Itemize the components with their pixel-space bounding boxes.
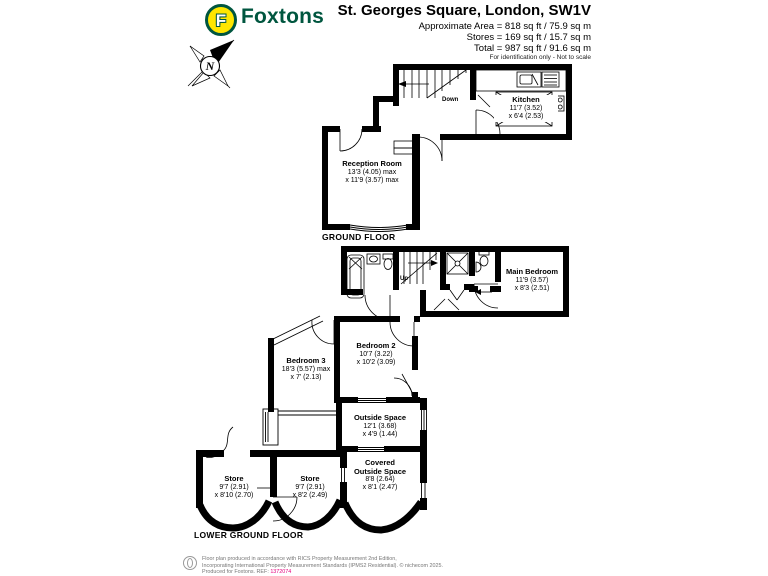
room-dim: x 10'2 (3.09) [356, 358, 396, 366]
door-arc [272, 496, 298, 522]
room-dim: 9'7 (2.91) [295, 483, 325, 491]
footer-ref-number: 1372074 [270, 569, 292, 576]
room-dim: 8'8 (2.64) [365, 476, 395, 483]
room-label-kitchen: Kitchen 11'7 (3.52) x 6'4 (2.53) [494, 95, 558, 122]
shower-icon [446, 252, 469, 275]
footer-produced: Produced for Foxtons. REF: [202, 569, 269, 576]
room-name: Kitchen [512, 95, 540, 104]
stairs-up-label: Up [400, 276, 408, 282]
room-dim: x 8'10 (2.70) [214, 491, 254, 499]
room-label-store1: Store 9'7 (2.91) x 8'10 (2.70) [199, 474, 269, 500]
door-arc [339, 128, 363, 152]
room-dim: x 8'2 (2.49) [292, 491, 328, 499]
room-label-outside-space: Outside Space 12'1 (3.68) x 4'9 (1.44) [345, 413, 415, 439]
door-arc [311, 319, 335, 345]
wc-toilet-icon [475, 250, 490, 273]
door-arc [364, 294, 391, 321]
room-label-store2: Store 9'7 (2.91) x 8'2 (2.49) [275, 474, 345, 500]
lgf-walls [196, 246, 569, 510]
page-title: St. Georges Square, London, SW1V [337, 2, 591, 19]
room-name: Covered Outside Space [353, 458, 407, 476]
bathtub-icon [346, 254, 365, 299]
total-area: Total = 987 sq ft / 91.6 sq m [474, 43, 591, 54]
foxtons-logo-letter: F [215, 10, 227, 30]
room-label-main-bedroom: Main Bedroom 11'9 (3.57) x 8'3 (2.51) [497, 267, 567, 293]
kitchen-counter [475, 69, 567, 92]
gf-cupboard [393, 140, 415, 155]
room-dim: x 8'3 (2.51) [514, 284, 550, 292]
room-name: Main Bedroom [505, 267, 559, 276]
footer: Floor plan produced in accordance with R… [202, 556, 443, 576]
gf-walls [322, 64, 572, 230]
room-dim: 12'1 (3.68) [363, 422, 397, 430]
toilet-icon [382, 253, 394, 270]
room-dim: x 8'1 (2.47) [362, 484, 398, 491]
approximate-area: Approximate Area = 818 sq ft / 75.9 sq m [418, 21, 591, 32]
gf-door-arcs [339, 94, 501, 162]
stores-area: Stores = 169 sq ft / 15.7 sq m [466, 32, 591, 43]
gf-bay-window [349, 224, 409, 232]
wc-basin-icon [475, 261, 482, 273]
door-arc [475, 109, 501, 135]
basin-icon [366, 253, 381, 265]
lgf-windows [262, 315, 427, 498]
lgf-stairs [400, 252, 438, 285]
room-name: Store [300, 474, 320, 483]
door-arc [389, 321, 415, 347]
room-dim: x 6'4 (2.53) [508, 112, 544, 120]
room-name: Bedroom 2 [356, 341, 396, 350]
room-label-covered-outside: Covered Outside Space 8'8 (2.64) x 8'1 (… [351, 458, 409, 492]
room-dim: 18'3 (5.57) max [281, 365, 331, 373]
footer-line1: Floor plan produced in accordance with R… [202, 556, 397, 562]
room-dim: 11'9 (3.57) [515, 276, 549, 284]
room-label-reception: Reception Room 13'3 (4.05) max x 11'9 (3… [332, 159, 412, 185]
brand-name: Foxtons [241, 5, 325, 28]
room-name: Outside Space [353, 413, 407, 422]
room-dim: x 11'9 (3.57) max [345, 176, 399, 184]
room-dim: 11'7 (3.52) [509, 104, 543, 112]
gf-stairs-arrow [398, 81, 406, 87]
room-dim: x 4'9 (1.44) [362, 430, 398, 438]
foxtons-logo: F [205, 4, 237, 36]
door-arc [473, 283, 499, 309]
room-dim: 10'7 (3.22) [359, 350, 393, 358]
room-name: Store [224, 474, 244, 483]
footer-line3: Produced for Foxtons. REF: 1372074 [202, 569, 443, 576]
area-summary: Approximate Area = 818 sq ft / 75.9 sq m… [419, 21, 591, 54]
lgf-door-arcs [205, 283, 499, 522]
kitchen-sink-icon [516, 71, 560, 88]
nichecom-icon [183, 556, 197, 570]
room-label-bedroom3: Bedroom 3 18'3 (5.57) max x 7' (2.13) [271, 356, 341, 382]
lower-ground-floor-label: LOWER GROUND FLOOR [194, 530, 304, 540]
room-dim: 9'7 (2.91) [219, 483, 249, 491]
disclaimer: For identification only - Not to scale [489, 54, 591, 61]
room-name: Reception Room [342, 159, 402, 168]
room-label-bedroom2: Bedroom 2 10'7 (3.22) x 10'2 (3.09) [341, 341, 411, 367]
lgf-curved-walls [196, 498, 424, 534]
lgf-stairs-arrow [431, 260, 438, 266]
room-name: Bedroom 3 [286, 356, 326, 365]
compass-north-label: N [205, 59, 215, 73]
room-dim: x 7' (2.13) [290, 373, 322, 381]
ground-floor-label: GROUND FLOOR [322, 232, 396, 242]
compass-icon [187, 39, 235, 89]
footer-line2: Incorporating International Property Mea… [202, 562, 443, 569]
passage-arrow [270, 485, 277, 491]
room-dim: 13'3 (4.05) max [347, 168, 397, 176]
stairs-down-label: Down [442, 97, 459, 103]
curved-step-path [205, 426, 234, 459]
door-arc [417, 136, 443, 162]
gf-stairs [398, 69, 467, 99]
